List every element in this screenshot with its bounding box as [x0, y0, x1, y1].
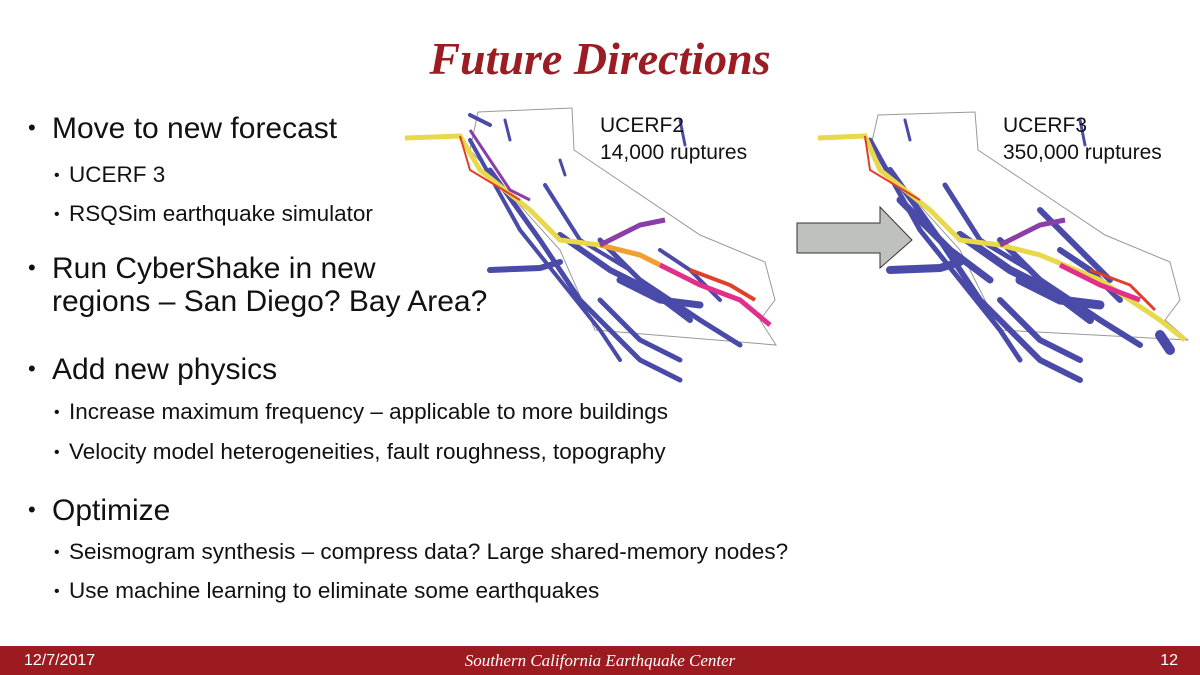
bullet-run-cybershake: • Run CyberShake in new [28, 252, 376, 286]
bullet-move-forecast: • Move to new forecast [28, 112, 337, 146]
bullet-dot: • [54, 444, 60, 461]
sub-bullet-frequency: • Increase maximum frequency – applicable… [54, 399, 668, 425]
bullet-dot: • [54, 583, 60, 600]
bullet-text: Increase maximum frequency – applicable … [69, 399, 669, 424]
sub-bullet-ucerf3: • UCERF 3 [54, 162, 165, 188]
ucerf3-caption: UCERF3 350,000 ruptures [1003, 112, 1162, 166]
footer-date: 12/7/2017 [24, 652, 96, 669]
sub-bullet-machine-learning: • Use machine learning to eliminate some … [54, 578, 599, 604]
bullet-text: Velocity model heterogeneities, fault ro… [69, 439, 666, 464]
ucerf3-map [817, 111, 1190, 383]
ucerf2-label: UCERF2 [600, 114, 685, 137]
sub-bullet-rsqsim: • RSQSim earthquake simulator [54, 201, 373, 227]
footer-organization: Southern California Earthquake Center [464, 651, 736, 670]
bullet-dot: • [28, 115, 36, 140]
bullet-text: RSQSim earthquake simulator [69, 201, 373, 226]
arrow-icon [796, 205, 913, 270]
ucerf-comparison-figure [404, 107, 1190, 383]
bullet-text: Optimize [52, 494, 171, 527]
bullet-text: Seismogram synthesis – compress data? La… [69, 539, 789, 564]
bullet-dot: • [54, 206, 60, 223]
bullet-continuation: regions – San Diego? Bay Area? [52, 285, 488, 318]
bullet-dot: • [54, 544, 60, 561]
ucerf2-count: 14,000 ruptures [600, 141, 748, 164]
bullet-dot: • [54, 167, 60, 184]
ucerf2-map [404, 107, 777, 383]
bullet-text: Add new physics [52, 353, 278, 386]
bullet-text: UCERF 3 [69, 162, 166, 187]
ucerf3-count: 350,000 ruptures [1003, 141, 1162, 164]
ucerf3-label: UCERF3 [1003, 114, 1088, 137]
bullet-dot: • [28, 255, 36, 280]
bullet-text: Move to new forecast [52, 112, 338, 145]
bullet-dot: • [28, 356, 36, 381]
bullet-dot: • [28, 497, 36, 522]
ucerf2-caption: UCERF2 14,000 ruptures [600, 112, 747, 166]
sub-bullet-seismogram: • Seismogram synthesis – compress data? L… [54, 539, 788, 565]
footer-bar: 12/7/2017 Southern California Earthquake… [0, 646, 1200, 675]
bullet-add-physics: • Add new physics [28, 353, 277, 387]
bullet-text: Use machine learning to eliminate some e… [69, 578, 600, 603]
bullet-optimize: • Optimize [28, 494, 170, 528]
slide-title: Future Directions [429, 33, 771, 84]
sub-bullet-velocity: • Velocity model heterogeneities, fault r… [54, 439, 666, 465]
page-number: 12 [1160, 652, 1178, 669]
bullet-dot: • [54, 404, 60, 421]
bullet-text: Run CyberShake in new [52, 252, 376, 285]
